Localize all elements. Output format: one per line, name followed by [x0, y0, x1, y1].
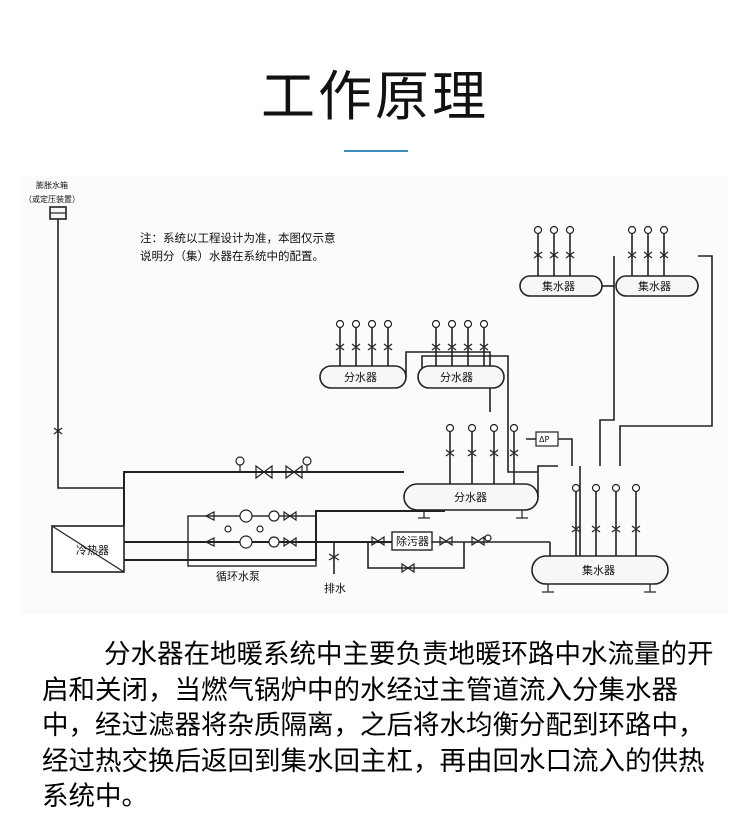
differential-pressure-valve: ΔP [526, 431, 573, 466]
main-manifold-label: 分水器 [454, 491, 487, 504]
description-paragraph: 分水器在地暖系统中主要负责地暖环路中水流量的开启和关闭，当燃气锅炉中的水经过主管… [42, 639, 714, 812]
page-title: 工作原理 [261, 65, 489, 128]
mid-manifold: 分水器 [417, 319, 505, 389]
boiler-label: 冷热器 [76, 544, 109, 557]
supply-main-pipe [123, 471, 404, 526]
expansion-pipe [57, 219, 125, 489]
main-manifold: 分水器 [403, 355, 558, 519]
mid-manifold-body [417, 365, 505, 389]
pump-1-icon [239, 509, 253, 523]
left-manifold-label: 分水器 [344, 371, 377, 384]
drain-label: 排水 [324, 581, 346, 595]
main-collector-body [531, 555, 669, 585]
diagram-note-line2: 说明分（集）水器在系统中的配置。 [140, 249, 324, 263]
top-right-collector: 集水器 [615, 225, 699, 297]
left-manifold: 分水器 [319, 319, 491, 412]
boiler: 冷热器 [51, 525, 125, 573]
mid-manifold-label: 分水器 [440, 371, 473, 384]
expansion-tank-sublabel: （或定压装置） [24, 194, 80, 204]
pump-2-icon [239, 535, 253, 549]
title-underline [344, 150, 408, 152]
dp-label: ΔP [539, 435, 549, 444]
circulation-pumps: 循环水泵 [187, 509, 317, 583]
main-collector: 集水器 [531, 255, 713, 593]
diagram-note-line1: 注：系统以工程设计为准，本图仅示意 [140, 231, 336, 245]
diagram-background [20, 176, 728, 614]
expansion-tank: 膨胀水箱 （或定压装置） [24, 180, 125, 489]
top-right-collector-body [615, 275, 699, 297]
expansion-tank-label: 膨胀水箱 [36, 180, 68, 190]
pump-label: 循环水泵 [216, 570, 260, 583]
expansion-check-valve [53, 427, 63, 435]
top-left-collector: 集水器 [519, 225, 614, 297]
main-collector-label: 集水器 [582, 563, 615, 577]
filter-label: 除污器 [396, 534, 429, 548]
bypass-valve [235, 456, 312, 480]
top-right-collector-label: 集水器 [638, 279, 671, 293]
system-diagram: 膨胀水箱 （或定压装置） 注：系统以工程设计为准，本图仅示意 说明分（集）水器在… [20, 176, 728, 614]
dirt-separator: 除污器 [367, 531, 550, 574]
top-left-collector-label: 集水器 [542, 279, 575, 293]
drain: 排水 [324, 542, 346, 595]
